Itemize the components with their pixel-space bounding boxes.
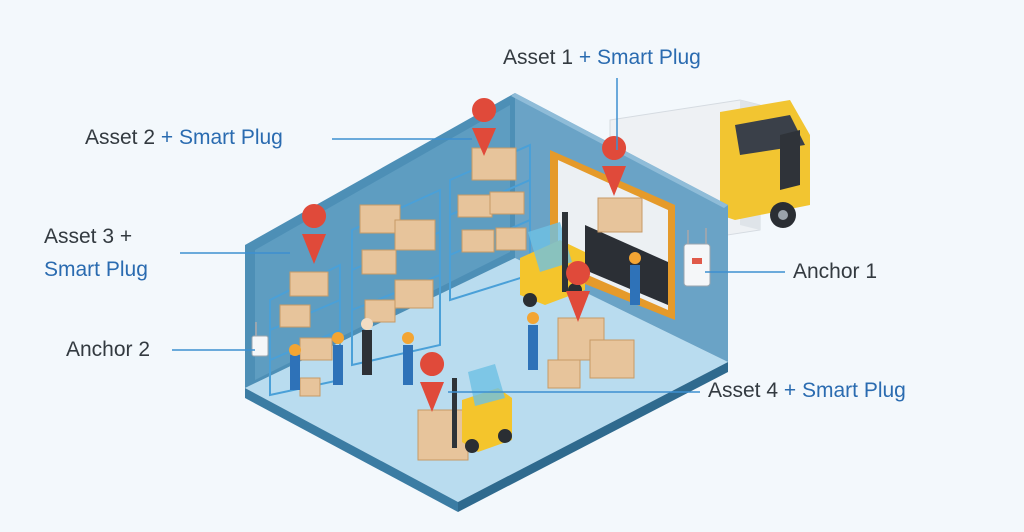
asset1-text: Asset 1 — [503, 46, 574, 69]
asset2-text: Asset 2 — [85, 126, 156, 149]
asset1-label: Asset 1 + Smart Plug — [503, 42, 701, 75]
anchor2-text: Anchor 2 — [66, 338, 151, 361]
asset3-accent: Smart Plug — [44, 257, 148, 281]
wall-anchor-device-icon — [251, 228, 711, 357]
warehouse-workers — [289, 252, 641, 390]
leader-lines — [172, 78, 785, 393]
cardboard-boxes — [279, 147, 643, 461]
asset4-label: Asset 4 + Smart Plug — [708, 375, 906, 408]
asset1-plus: + — [573, 46, 597, 69]
asset3-label: Asset 3 + Smart Plug — [44, 221, 148, 286]
location-pin-icon — [302, 98, 627, 412]
asset4-plus: + — [778, 379, 802, 402]
asset4-text: Asset 4 — [708, 379, 779, 402]
asset3-text: Asset 3 + — [44, 225, 133, 248]
asset2-label: Asset 2 + Smart Plug — [85, 122, 283, 155]
anchor1-label: Anchor 1 — [793, 256, 877, 289]
anchor1-text: Anchor 1 — [793, 260, 878, 283]
anchor2-label: Anchor 2 — [66, 334, 150, 367]
forklift-back — [520, 212, 585, 307]
forklift-front — [452, 364, 512, 453]
asset2-accent: Smart Plug — [178, 126, 283, 149]
asset1-accent: Smart Plug — [596, 46, 701, 69]
asset4-accent: Smart Plug — [801, 379, 906, 402]
asset2-plus: + — [155, 126, 179, 149]
